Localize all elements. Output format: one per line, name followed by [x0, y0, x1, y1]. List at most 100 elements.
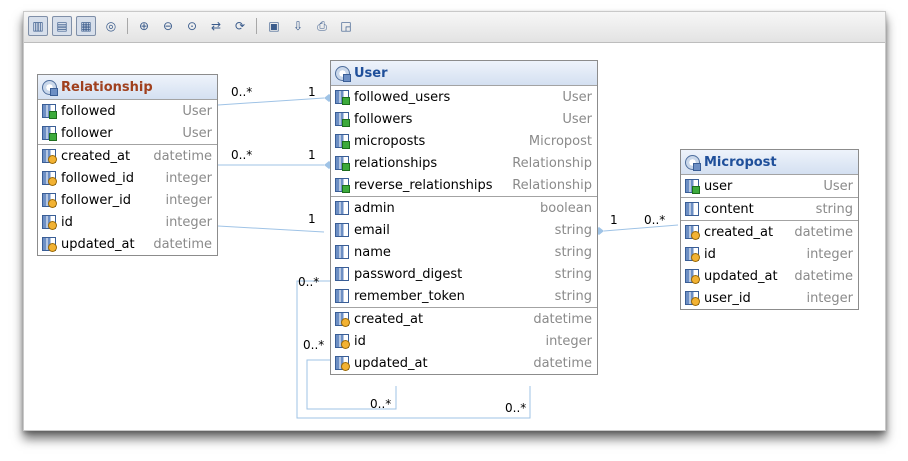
field-type: Relationship — [512, 177, 592, 193]
relation-row[interactable]: reverse_relationships Relationship — [331, 174, 597, 196]
field-type: string — [815, 201, 853, 217]
field-type: datetime — [153, 236, 212, 252]
system-attribute-icon — [42, 149, 57, 164]
relation-row[interactable]: relationships Relationship — [331, 152, 597, 174]
field-type: integer — [165, 214, 212, 230]
system-attribute-icon — [685, 225, 700, 240]
relation-icon — [42, 104, 57, 119]
attribute-icon — [685, 202, 699, 216]
entity-title: Relationship — [61, 79, 153, 95]
field-name: created_at — [61, 148, 131, 164]
relation-icon — [685, 179, 700, 194]
toolbar-separator — [127, 18, 128, 34]
field-name: updated_at — [61, 236, 135, 252]
field-name: microposts — [354, 133, 426, 149]
entity-header[interactable]: User — [331, 61, 597, 86]
save-icon[interactable]: ▣ — [268, 19, 280, 33]
entity-icon — [335, 65, 351, 82]
field-type: integer — [165, 170, 212, 186]
columns-icon[interactable]: ▤ — [52, 16, 72, 36]
multiplicity-label: 1 — [308, 85, 316, 99]
relation-icon — [335, 156, 350, 171]
entity-title: User — [354, 65, 388, 81]
entity-header[interactable]: Micropost — [681, 150, 858, 175]
field-type: string — [554, 222, 592, 238]
field-type: datetime — [794, 224, 853, 240]
link-micropost — [603, 224, 679, 232]
field-name: followed — [61, 103, 116, 119]
field-name: id — [704, 246, 716, 262]
field-name: relationships — [354, 155, 438, 171]
field-name: follower_id — [61, 192, 132, 208]
attributes-icon[interactable]: ▦ — [76, 16, 96, 36]
field-name: remember_token — [354, 288, 465, 304]
export-icon[interactable]: ⇩ — [292, 19, 304, 33]
system-attribute-icon — [42, 215, 57, 230]
field-type: integer — [545, 333, 592, 349]
field-type: User — [562, 111, 592, 127]
attribute-row[interactable]: email string — [331, 219, 597, 241]
system-attribute-icon — [335, 334, 350, 349]
field-name: id — [61, 214, 73, 230]
zoom-out-icon[interactable]: ⊖ — [162, 19, 174, 33]
system-row[interactable]: updated_at datetime — [38, 233, 217, 255]
multiplicity-label: 1 — [308, 212, 316, 226]
field-type: string — [554, 266, 592, 282]
system-row[interactable]: follower_id integer — [38, 189, 217, 211]
link-followed — [217, 97, 325, 106]
preview-icon[interactable]: ◲ — [340, 19, 352, 33]
target-icon[interactable]: ◎ — [105, 19, 117, 33]
refresh-icon[interactable]: ⟳ — [234, 19, 246, 33]
multiplicity-label: 1 — [610, 213, 618, 227]
arrange-icon[interactable]: ⇄ — [210, 19, 222, 33]
field-name: updated_at — [354, 355, 428, 371]
self-link-outer — [296, 280, 531, 419]
field-name: followed_id — [61, 170, 134, 186]
layout-diagram-icon[interactable]: ▥ — [28, 16, 48, 36]
print-icon[interactable]: ⎙ — [317, 18, 327, 33]
system-row[interactable]: updated_at datetime — [331, 352, 597, 374]
field-name: follower — [61, 125, 113, 141]
diagram-window: ▥ ▤ ▦ ◎ ⊕ ⊖ ⊙ ⇄ ⟳ ▣ ⇩ ⎙ ◲ — [23, 11, 886, 431]
system-attribute-icon — [685, 291, 700, 306]
system-row[interactable]: followed_id integer — [38, 167, 217, 189]
field-type: integer — [806, 290, 853, 306]
field-type: Relationship — [512, 155, 592, 171]
toolbar-separator — [256, 18, 257, 34]
attribute-icon — [335, 223, 349, 237]
field-type: datetime — [533, 355, 592, 371]
field-type: integer — [165, 192, 212, 208]
system-attribute-icon — [335, 356, 350, 371]
field-name: email — [354, 222, 390, 238]
zoom-fit-icon[interactable]: ⊙ — [186, 19, 198, 33]
field-name: reverse_relationships — [354, 177, 493, 193]
system-row[interactable]: id integer — [38, 211, 217, 233]
zoom-in-icon[interactable]: ⊕ — [138, 19, 150, 33]
entity-header[interactable]: Relationship — [38, 75, 217, 100]
